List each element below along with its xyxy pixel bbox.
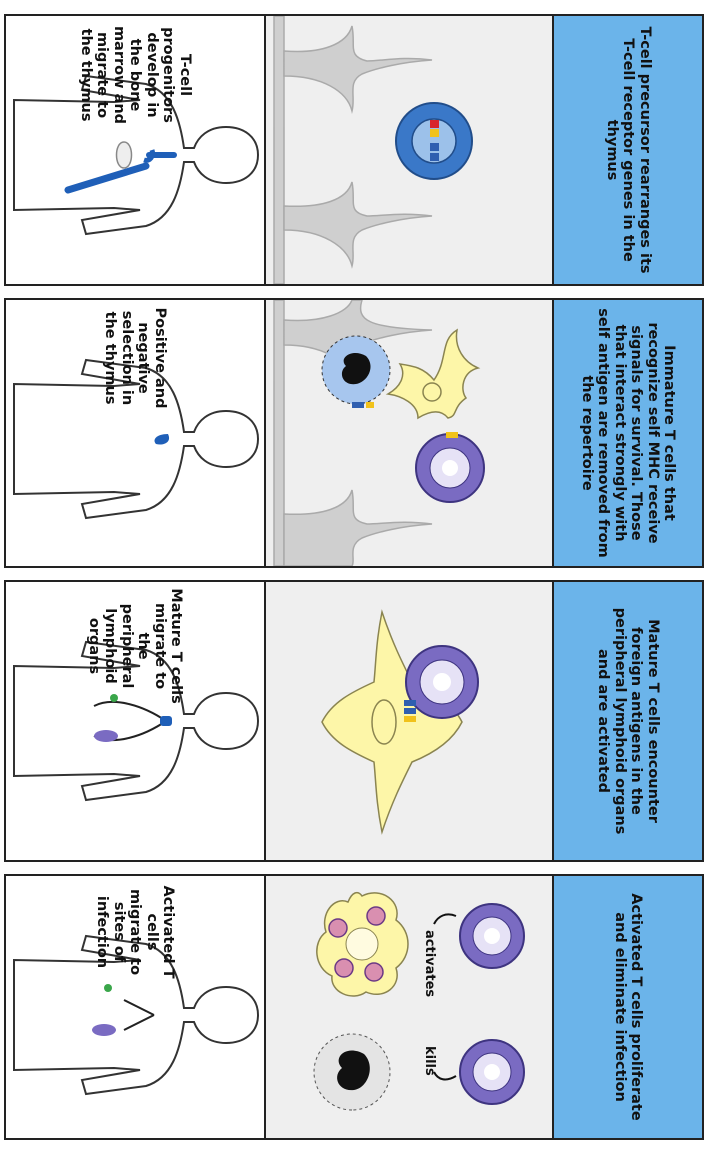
activates-label: activates bbox=[422, 930, 437, 997]
panel-2-caption: Immature T cells that recognize self MHC… bbox=[552, 298, 704, 568]
panel-2-stage-text: Positive and negative selection in the t… bbox=[102, 306, 168, 410]
activation-illustration bbox=[266, 582, 552, 860]
panel-4-stage-box: Activated T cells migrate to sites of in… bbox=[4, 874, 266, 1140]
panel-4-stage-text: Activated T cells migrate to sites of in… bbox=[94, 882, 177, 982]
activated-t-cell-right bbox=[460, 1040, 524, 1104]
panel-2-scene bbox=[264, 298, 554, 568]
surviving-t-cell bbox=[416, 432, 484, 502]
panel-3-caption: Mature T cells encounter foreign antigen… bbox=[552, 580, 704, 862]
thymus-tissue-illustration bbox=[266, 16, 552, 284]
activates-arrow bbox=[434, 914, 456, 924]
dendritic-cell bbox=[388, 330, 478, 418]
kills-arrow bbox=[434, 1072, 456, 1079]
panel-1-caption: T-cell precursor rearranges its T-cell r… bbox=[552, 14, 704, 286]
infected-target-cell bbox=[314, 1034, 390, 1110]
apoptotic-thymocyte bbox=[322, 336, 390, 408]
panel-1-stage-text: T-cell progenitors develop in the bone m… bbox=[77, 22, 193, 128]
mature-t-cell bbox=[404, 646, 478, 722]
panel-1-scene bbox=[264, 14, 554, 286]
panel-3-scene bbox=[264, 580, 554, 862]
precursor-t-cell bbox=[396, 103, 472, 179]
activated-t-cell-left bbox=[460, 904, 524, 968]
panel-4-caption: Activated T cells proliferate and elimin… bbox=[552, 874, 704, 1140]
activated-macrophage bbox=[317, 893, 408, 996]
panel-4-scene: activates kills bbox=[264, 874, 554, 1140]
panel-3-stage-text: Mature T cells migrate to the peripheral… bbox=[86, 588, 185, 704]
effector-illustration: activates kills bbox=[266, 876, 552, 1138]
selection-illustration bbox=[266, 300, 552, 566]
kills-label: kills bbox=[422, 1046, 437, 1076]
panel-3-stage-box: Mature T cells migrate to the peripheral… bbox=[4, 580, 266, 862]
panel-2-stage-box: Positive and negative selection in the t… bbox=[4, 298, 266, 568]
panel-1-stage-box: T-cell progenitors develop in the bone m… bbox=[4, 14, 266, 286]
dendritic-cell bbox=[322, 612, 462, 832]
